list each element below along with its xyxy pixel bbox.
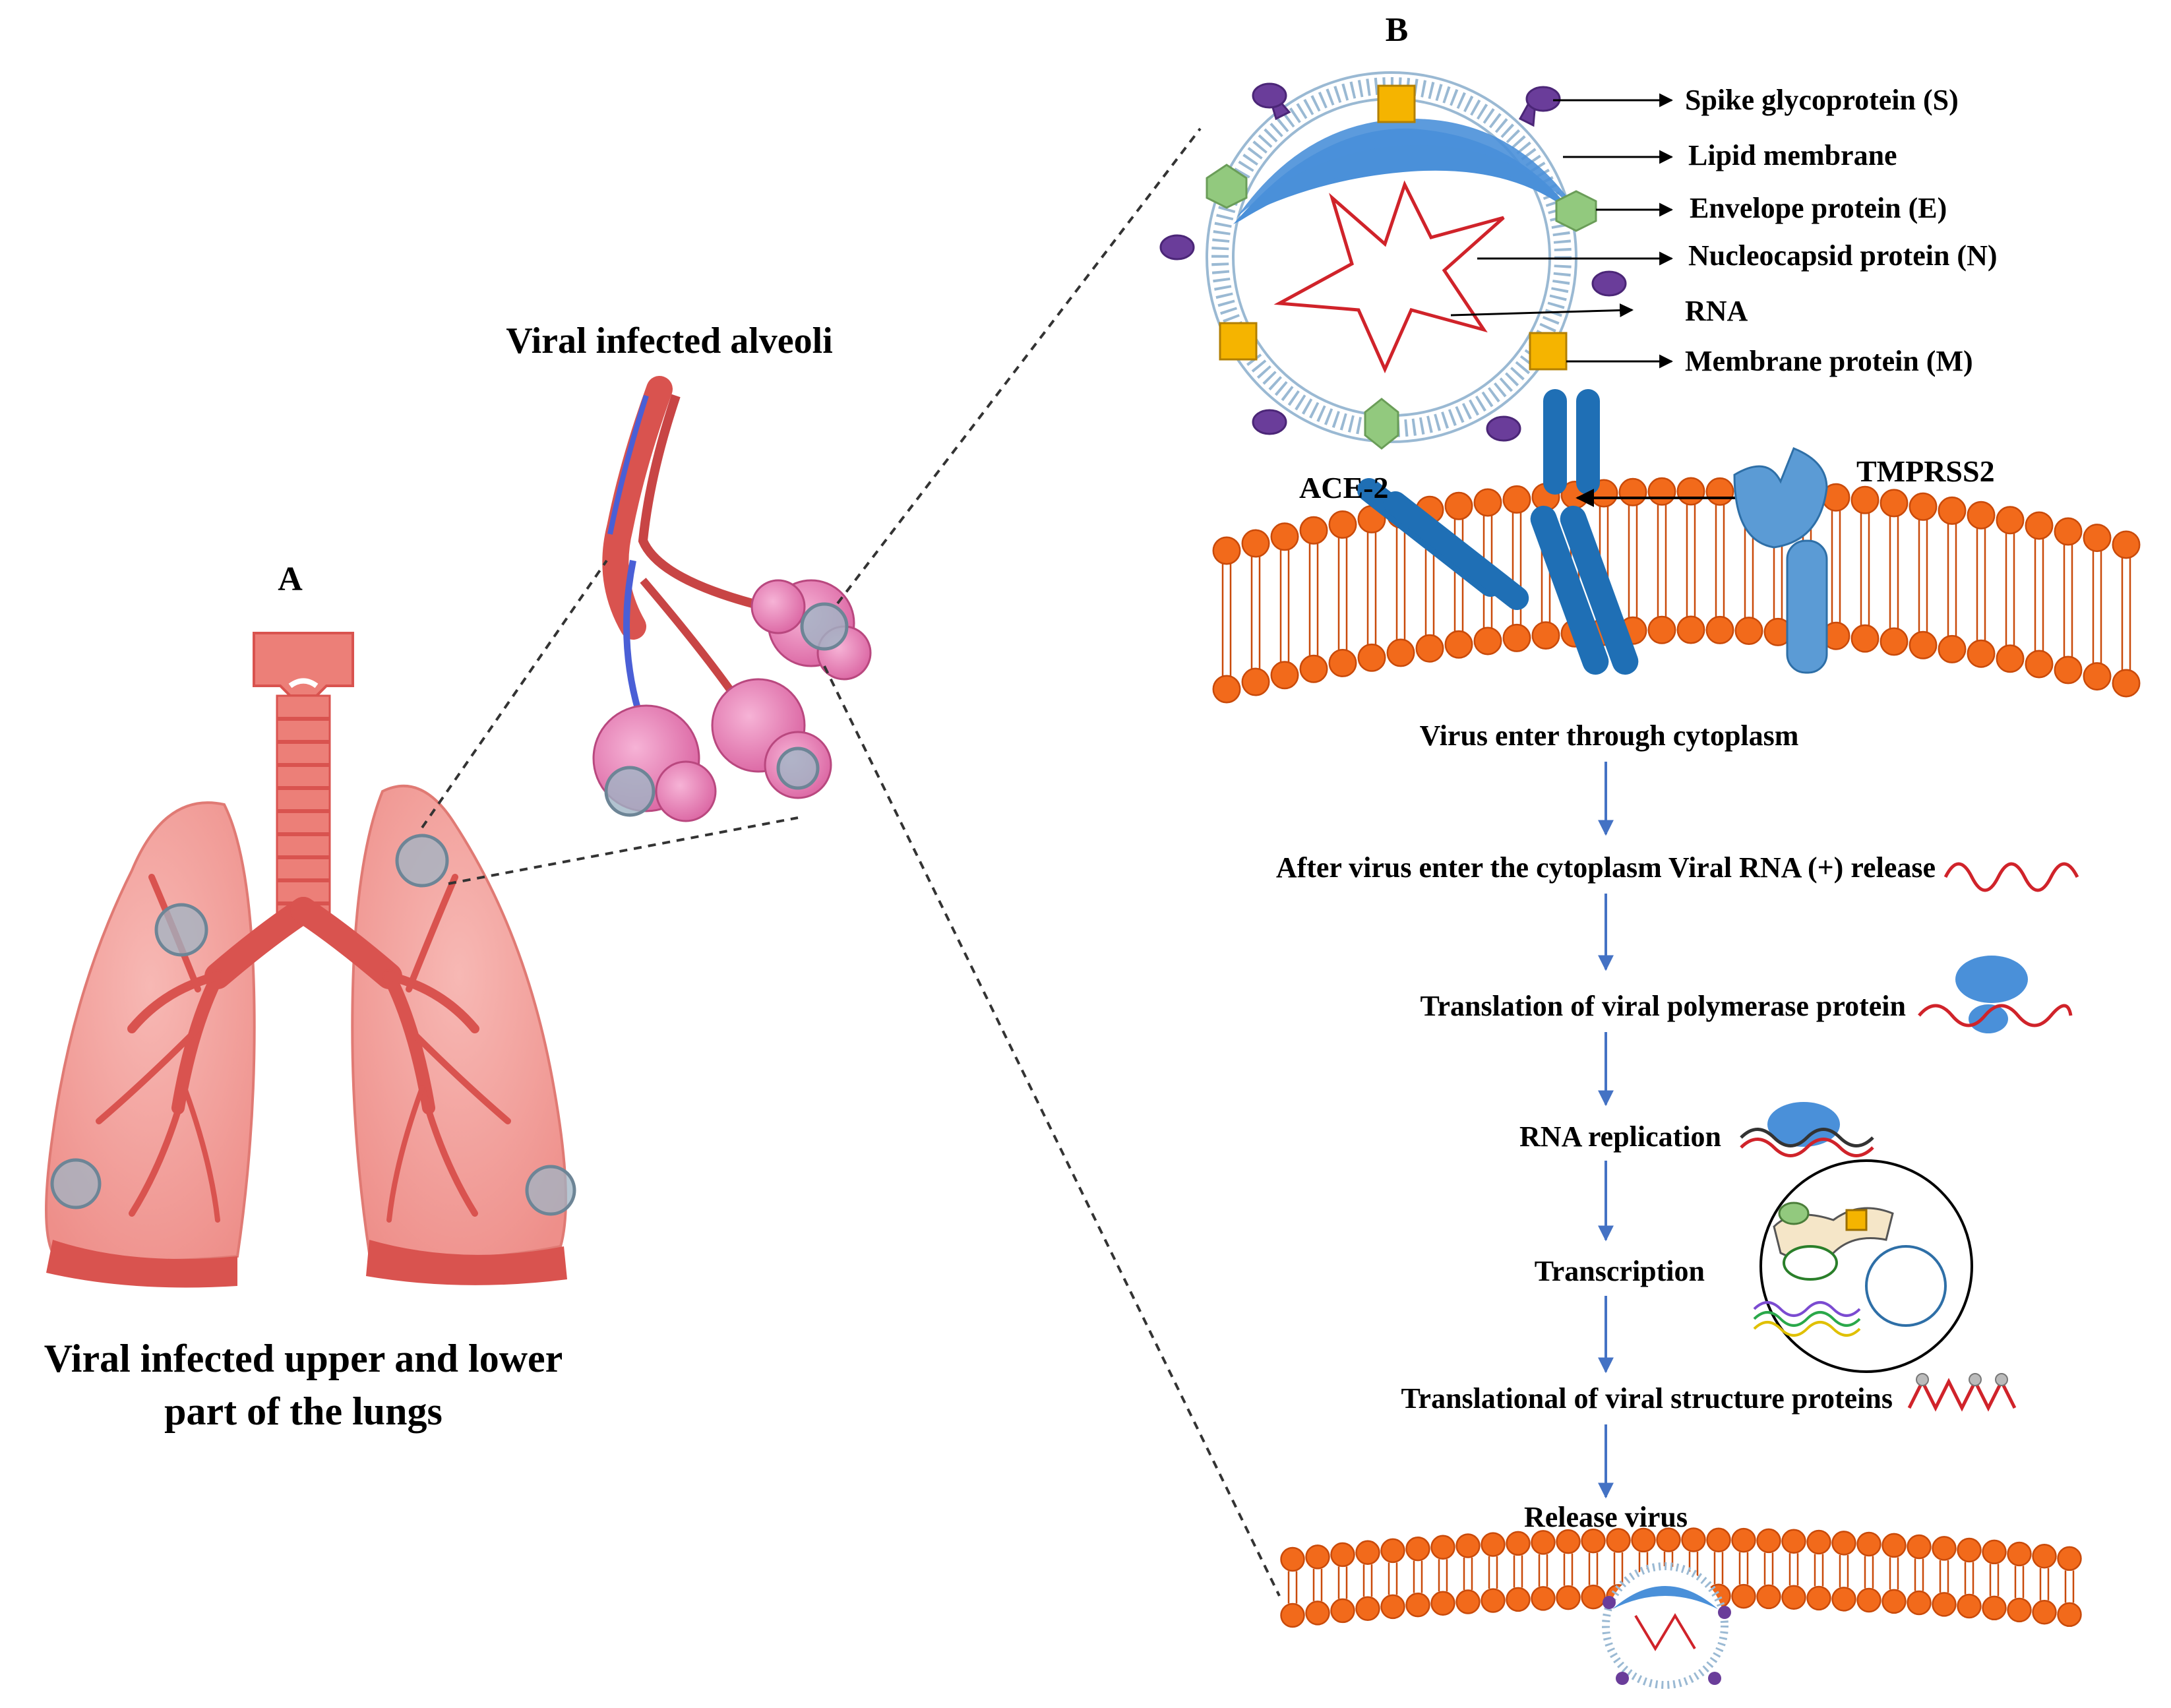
cell-membrane-top — [1212, 477, 2141, 704]
virion-rna — [1273, 180, 1505, 374]
tmprss2-enzyme — [1733, 447, 1828, 674]
ace2-receptor — [1357, 389, 1639, 675]
structure-protein-glyph — [1907, 1373, 2017, 1412]
ace2-label: ACE-2 — [1299, 471, 1388, 504]
alveoli-title: Viral infected alveoli — [506, 320, 833, 361]
zoom-guide-lines — [421, 127, 1281, 1597]
step-translational-structure: Translational of viral structure protein… — [1401, 1382, 1893, 1415]
step-rna-release: After virus enter the cytoplasm Viral RN… — [1276, 851, 1936, 884]
label-spike: Spike glycoprotein (S) — [1685, 84, 1959, 116]
spike-proteins — [1159, 82, 1627, 442]
lungs-caption-line2: part of the lungs — [164, 1389, 443, 1433]
lung-virus-particles — [50, 834, 576, 1216]
label-rna: RNA — [1685, 295, 1748, 327]
panel-a-letter: A — [278, 561, 303, 598]
label-envelope: Envelope protein (E) — [1690, 192, 1947, 224]
step-translation-polymerase: Translation of viral polymerase protein — [1420, 990, 1906, 1022]
virion-diagram — [1159, 71, 1627, 450]
lungs-illustration — [45, 632, 576, 1288]
cell-membrane-bottom — [1280, 1527, 2082, 1628]
step-rna-wave — [1943, 862, 2079, 892]
virion-callouts — [1450, 93, 1674, 369]
virion-labels: Spike glycoprotein (S) Lipid membrane En… — [1685, 84, 1998, 377]
step-transcription: Transcription — [1535, 1255, 1705, 1287]
larynx — [253, 632, 354, 697]
polymerase-glyph — [1918, 956, 2073, 1033]
envelope-proteins — [1206, 164, 1597, 450]
step-virus-enter: Virus enter through cytoplasm — [1420, 719, 1799, 752]
membrane-proteins — [1219, 84, 1568, 371]
trachea — [276, 694, 331, 915]
step-release-virus: Release virus — [1524, 1501, 1688, 1533]
alveoli-illustration — [592, 376, 872, 822]
label-nucleocapsid: Nucleocapsid protein (N) — [1688, 239, 1998, 272]
label-membrane-protein: Membrane protein (M) — [1685, 345, 1973, 377]
replication-glyph — [1740, 1102, 1874, 1157]
released-virion — [1602, 1562, 1731, 1689]
label-lipid-membrane: Lipid membrane — [1688, 139, 1897, 171]
step-rna-replication: RNA replication — [1519, 1120, 1721, 1153]
replication-steps: Virus enter through cytoplasm After viru… — [1276, 719, 1936, 1533]
cell-transcription-glyph — [1753, 1159, 1973, 1373]
tmprss2-label: TMPRSS2 — [1856, 454, 1995, 488]
lungs-caption-line1: Viral infected upper and lower — [44, 1337, 563, 1380]
panel-b-letter: B — [1386, 11, 1409, 49]
